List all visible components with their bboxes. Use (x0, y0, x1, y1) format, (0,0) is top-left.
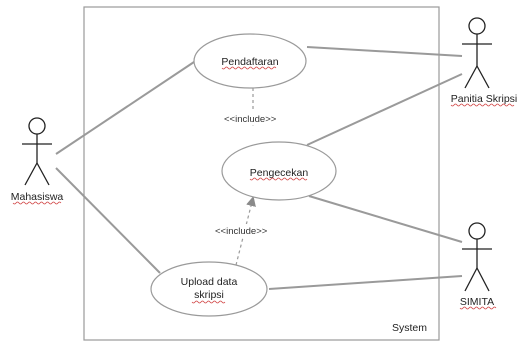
association-mahasiswa-pendaftaran (55, 61, 195, 155)
spellcheck-squiggle (12, 201, 62, 205)
spellcheck-squiggle (191, 300, 226, 304)
include-label-top-bg (222, 112, 284, 125)
spellcheck-squiggle (221, 66, 277, 70)
use-case-pendaftaran-label: Pendaftaran (221, 56, 278, 68)
stick-figure-icon (462, 17, 492, 89)
association-pengecekan-panitia (306, 73, 463, 146)
use-case-pengecekan[interactable]: Pengecekan (221, 141, 337, 201)
actor-simita[interactable]: SIMITA (459, 222, 497, 310)
use-case-pendaftaran[interactable]: Pendaftaran (193, 33, 307, 89)
system-boundary (83, 6, 440, 341)
use-case-upload-label-line2: skripsi (194, 289, 224, 301)
actor-simita-label: SIMITA (460, 296, 494, 308)
association-upload-simita (268, 275, 463, 290)
use-case-pengecekan-label: Pengecekan (250, 167, 309, 179)
spellcheck-squiggle (450, 103, 515, 107)
actor-panitia-skripsi-label: Panitia Skripsi (451, 93, 517, 105)
include-label-bottom: <<include>> (215, 226, 268, 237)
spellcheck-squiggle (459, 306, 497, 310)
stick-figure-icon (462, 222, 492, 292)
include-label-top: <<include>> (224, 114, 277, 125)
stick-figure-icon (22, 117, 52, 186)
use-case-upload-label-line1: Upload data (181, 276, 238, 288)
use-case-upload-data-skripsi[interactable]: Upload data skripsi (150, 261, 268, 317)
spellcheck-squiggle (249, 177, 308, 181)
association-pendaftaran-panitia (306, 46, 463, 57)
actor-mahasiswa-label: Mahasiswa (11, 191, 64, 203)
association-mahasiswa-upload (55, 167, 161, 274)
actor-panitia-skripsi[interactable]: Panitia Skripsi (450, 17, 517, 107)
actor-mahasiswa[interactable]: Mahasiswa (11, 117, 64, 205)
include-label-bottom-bg (213, 224, 275, 237)
system-boundary-label: System (392, 322, 427, 334)
association-pengecekan-simita (308, 195, 463, 243)
